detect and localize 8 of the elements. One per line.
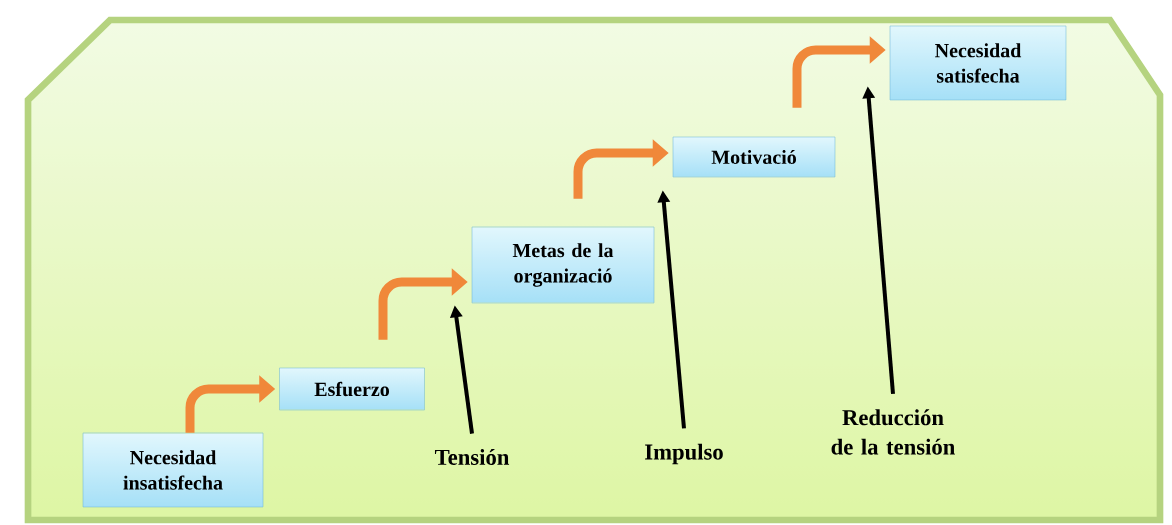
- process-box: Necesidad insatisfecha: [82, 432, 264, 508]
- process-box: Esfuerzo: [279, 367, 425, 411]
- stage-label: Reducción de la tensión: [831, 409, 955, 455]
- stage-label: Impulso: [645, 443, 723, 465]
- process-box: Metas de la organizació: [471, 226, 655, 304]
- process-box: Motivació: [672, 136, 836, 178]
- stage-label: Tensión: [435, 449, 510, 465]
- process-box: Necesidad satisfecha: [889, 25, 1067, 101]
